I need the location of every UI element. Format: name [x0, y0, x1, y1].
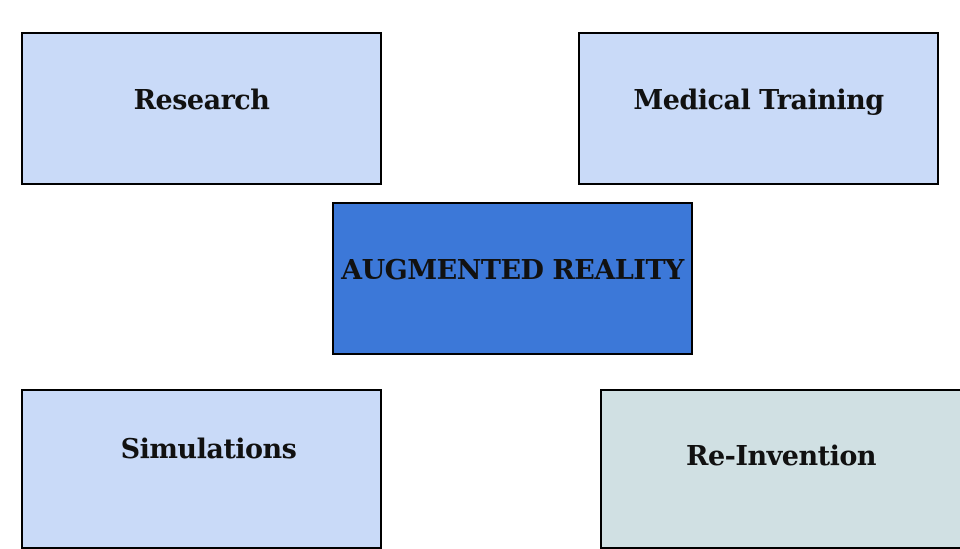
node-medical-training-label: Medical Training — [633, 85, 884, 116]
node-research[interactable]: Research — [21, 32, 382, 185]
node-simulations-label: Simulations — [120, 434, 297, 465]
node-augmented-reality-label: AUGMENTED REALITY — [341, 255, 684, 286]
node-simulations[interactable]: Simulations — [21, 389, 382, 549]
node-re-invention[interactable]: Re-Invention — [600, 389, 960, 549]
node-medical-training[interactable]: Medical Training — [578, 32, 939, 185]
node-research-label: Research — [133, 85, 270, 116]
node-re-invention-label: Re-Invention — [686, 441, 876, 472]
node-augmented-reality[interactable]: AUGMENTED REALITY — [332, 202, 693, 355]
